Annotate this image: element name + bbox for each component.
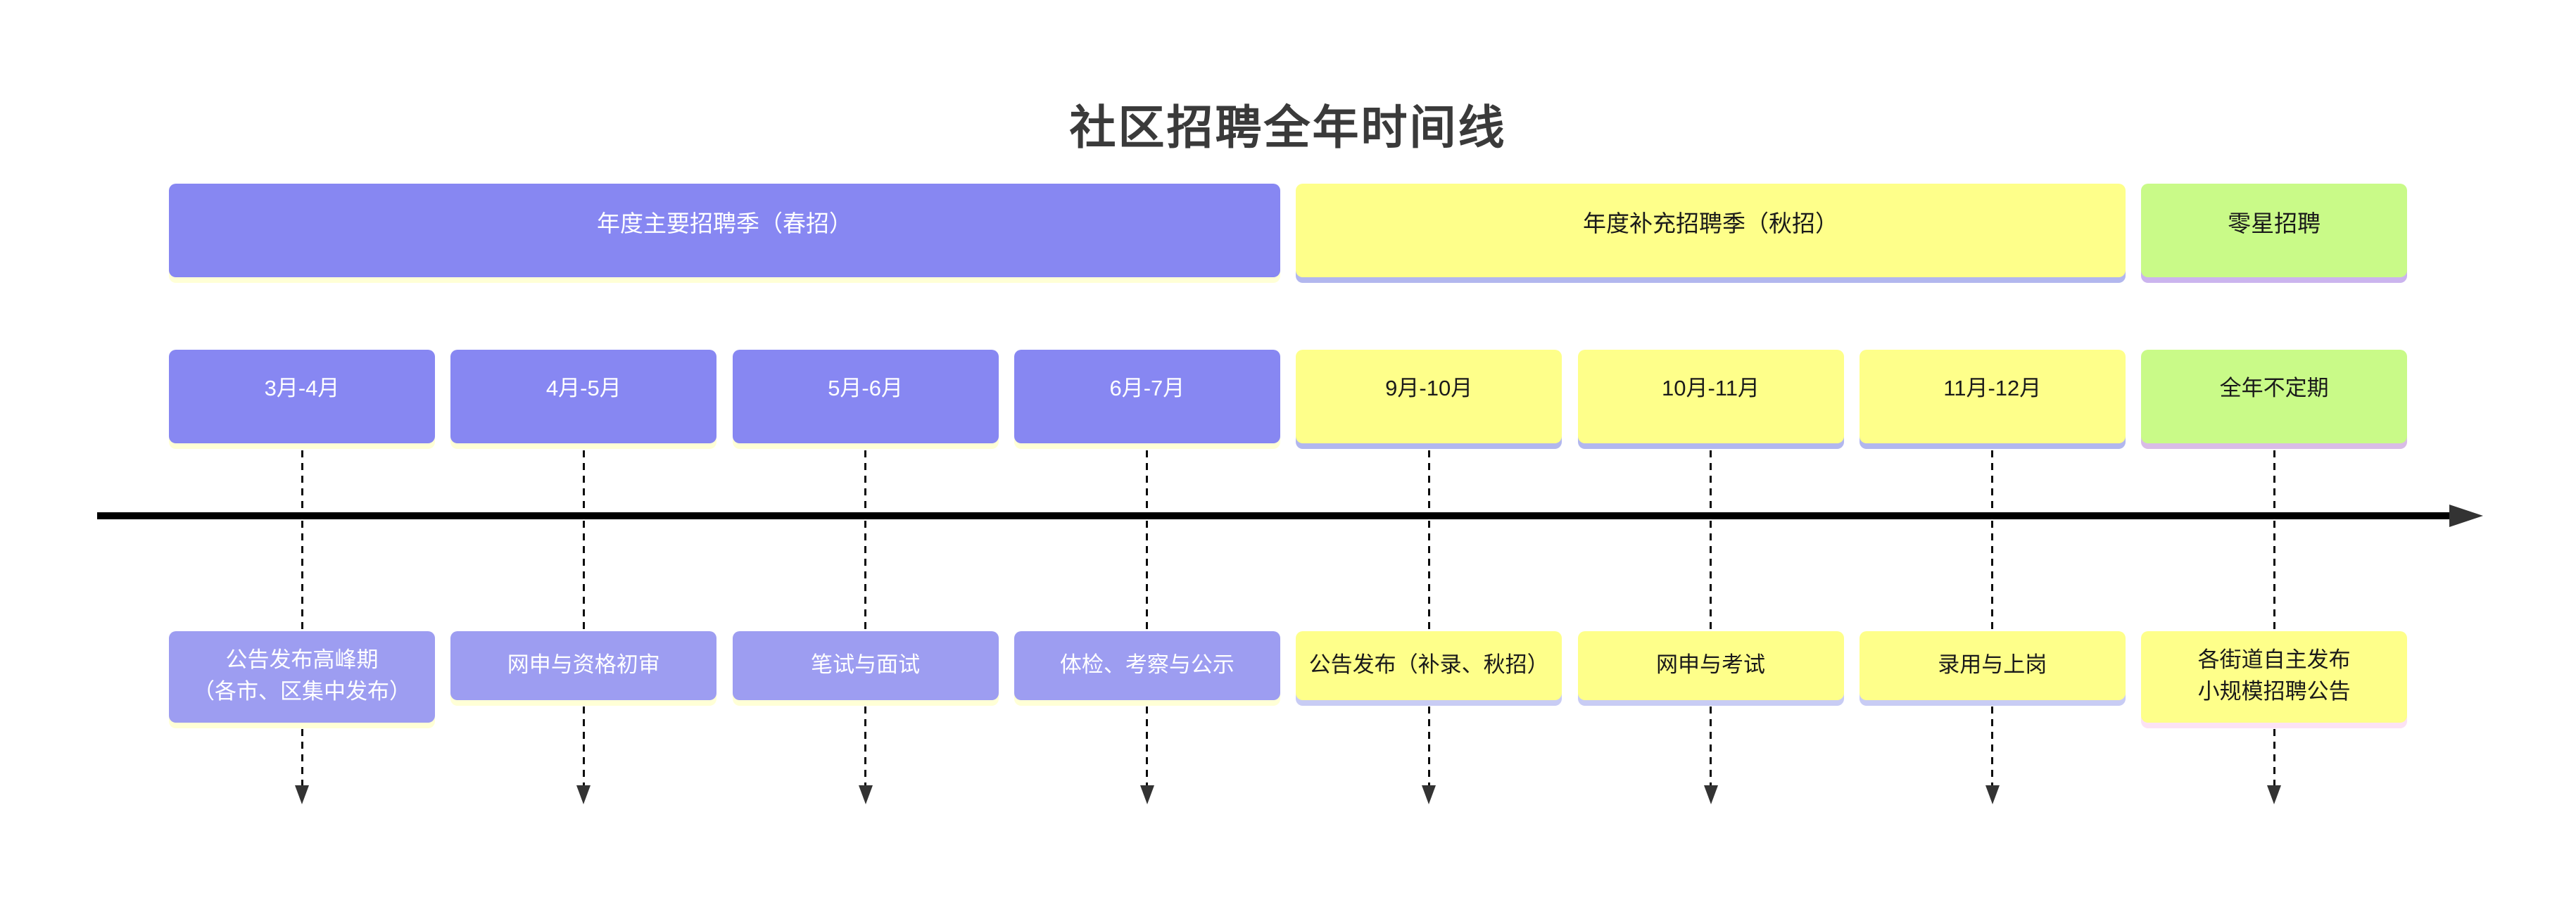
connector-dashed-line [2273, 450, 2275, 511]
activity-label-line: 公告发布（补录、秋招） [1308, 652, 1549, 677]
connector-dashed-line [864, 706, 867, 785]
connector-dashed-line [1146, 450, 1149, 511]
connector-dashed-line [301, 521, 303, 630]
timeline-arrowhead [2449, 505, 2483, 527]
connector-dashed-line [1991, 521, 1994, 630]
activity-box: 网申与资格初审 [450, 631, 717, 700]
connector-dashed-line [1146, 706, 1149, 785]
down-arrowhead [1985, 785, 2000, 804]
connector-dashed-line [582, 521, 585, 630]
activity-label-line: 公告发布高峰期 [225, 647, 379, 672]
down-arrowhead [2267, 785, 2282, 804]
month-box: 4月-5月 [450, 350, 717, 443]
month-box: 9月-10月 [1296, 350, 1562, 443]
month-box: 6月-7月 [1014, 350, 1280, 443]
phase-bar: 零星招聘 [2141, 184, 2408, 277]
activity-label-line: 体检、考察与公示 [1059, 652, 1235, 677]
phase-bar: 年度主要招聘季（春招） [169, 184, 1280, 277]
activity-label-line: 小规模招聘公告 [2197, 679, 2351, 704]
activity-label-line: 网申与考试 [1656, 652, 1765, 677]
connector-dashed-line [2273, 729, 2275, 785]
activity-label-line: （各市、区集中发布） [193, 679, 411, 704]
activity-label-line: 网申与资格初审 [507, 652, 660, 677]
connector-dashed-line [1427, 450, 1430, 511]
timeline-axis-line [97, 512, 2449, 519]
month-box: 11月-12月 [1859, 350, 2126, 443]
connector-dashed-line [1710, 450, 1712, 511]
connector-dashed-line [1710, 706, 1712, 785]
activity-box: 公告发布（补录、秋招） [1296, 631, 1562, 700]
connector-dashed-line [1991, 450, 1994, 511]
connector-dashed-line [1146, 521, 1149, 630]
activity-box: 网申与考试 [1577, 631, 1844, 700]
connector-dashed-line [2273, 521, 2275, 630]
down-arrowhead [858, 785, 873, 804]
activity-box: 体检、考察与公示 [1014, 631, 1280, 700]
month-box: 3月-4月 [169, 350, 435, 443]
down-arrowhead [295, 785, 309, 804]
diagram-title: 社区招聘全年时间线 [1069, 101, 1507, 153]
down-arrowhead [1422, 785, 1437, 804]
activity-label-line: 录用与上岗 [1938, 652, 2047, 677]
activity-box: 公告发布高峰期 （各市、区集中发布） [169, 631, 435, 723]
connector-dashed-line [301, 729, 303, 785]
month-box: 全年不定期 [2141, 350, 2408, 443]
down-arrowhead [1139, 785, 1154, 804]
connector-dashed-line [1991, 706, 1994, 785]
connector-dashed-line [582, 450, 585, 511]
phase-bar: 年度补充招聘季（秋招） [1296, 184, 2126, 277]
connector-dashed-line [1427, 521, 1430, 630]
activity-label-line: 笔试与面试 [811, 652, 921, 677]
month-box: 10月-11月 [1577, 350, 1844, 443]
activity-box: 笔试与面试 [732, 631, 999, 700]
month-box: 5月-6月 [732, 350, 999, 443]
activity-label-line: 各街道自主发布 [2197, 647, 2351, 672]
connector-dashed-line [1710, 521, 1712, 630]
connector-dashed-line [582, 706, 585, 785]
activity-box: 各街道自主发布小规模招聘公告 [2141, 631, 2408, 723]
connector-dashed-line [1427, 706, 1430, 785]
connector-dashed-line [301, 450, 303, 511]
down-arrowhead [576, 785, 591, 804]
activity-box: 录用与上岗 [1859, 631, 2126, 700]
connector-dashed-line [864, 450, 867, 511]
down-arrowhead [1703, 785, 1718, 804]
connector-dashed-line [864, 521, 867, 630]
